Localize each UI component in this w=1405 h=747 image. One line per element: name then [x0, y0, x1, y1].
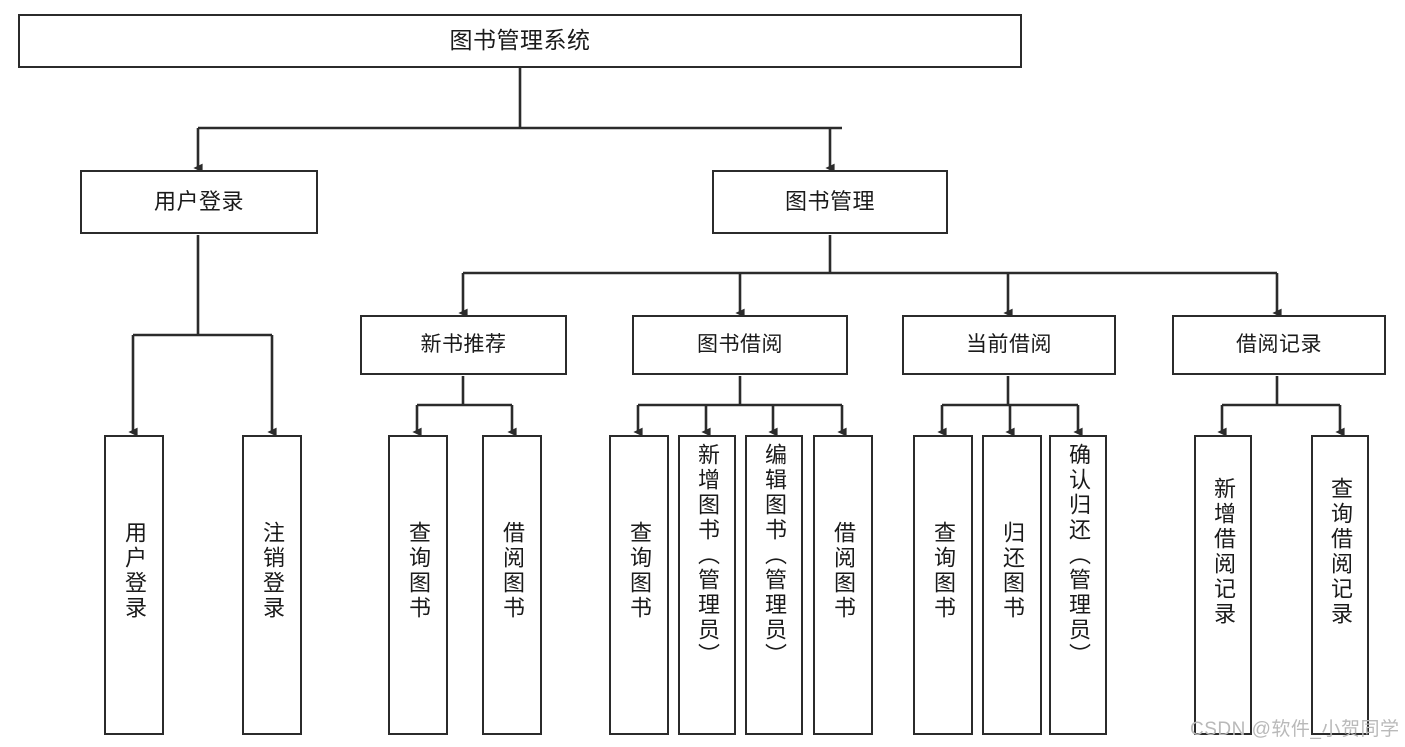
node-book-borrow-label: 图书借阅 [697, 333, 783, 357]
node-root[interactable]: 图书管理系统 [18, 14, 1022, 68]
node-book-manage[interactable]: 图书管理 [712, 170, 948, 234]
node-leaf-return-book[interactable]: 归还图书 [982, 435, 1042, 735]
node-leaf-add-book-label: 新增图书（管理员） [695, 443, 720, 668]
node-leaf-query-book-1[interactable]: 查询图书 [388, 435, 448, 735]
node-user-login[interactable]: 用户登录 [80, 170, 318, 234]
node-leaf-query-book-3[interactable]: 查询图书 [913, 435, 973, 735]
node-current-borrow[interactable]: 当前借阅 [902, 315, 1116, 375]
node-new-book-rec-label: 新书推荐 [420, 333, 507, 357]
node-leaf-borrow-book-1-label: 借阅图书 [500, 521, 525, 621]
node-leaf-add-record-label: 新增借阅记录 [1211, 477, 1236, 627]
node-book-manage-label: 图书管理 [784, 188, 875, 214]
node-current-borrow-label: 当前借阅 [966, 333, 1052, 357]
node-leaf-query-book-3-label: 查询图书 [931, 521, 956, 621]
node-leaf-add-book[interactable]: 新增图书（管理员） [678, 435, 736, 735]
node-leaf-add-record[interactable]: 新增借阅记录 [1194, 435, 1252, 735]
node-leaf-logout[interactable]: 注销登录 [242, 435, 302, 735]
node-borrow-record[interactable]: 借阅记录 [1172, 315, 1386, 375]
node-book-borrow[interactable]: 图书借阅 [632, 315, 848, 375]
node-leaf-query-record[interactable]: 查询借阅记录 [1311, 435, 1369, 735]
node-new-book-rec[interactable]: 新书推荐 [360, 315, 567, 375]
node-leaf-query-book-2-label: 查询图书 [627, 521, 652, 621]
node-leaf-logout-label: 注销登录 [260, 521, 285, 621]
node-leaf-confirm-return[interactable]: 确认归还（管理员） [1049, 435, 1107, 735]
node-leaf-user-login-label: 用户登录 [122, 521, 147, 621]
node-leaf-confirm-return-label: 确认归还（管理员） [1066, 443, 1091, 668]
node-leaf-edit-book-label: 编辑图书（管理员） [762, 443, 787, 668]
node-leaf-return-book-label: 归还图书 [1000, 521, 1025, 621]
node-leaf-user-login[interactable]: 用户登录 [104, 435, 164, 735]
node-user-login-label: 用户登录 [153, 188, 244, 214]
node-borrow-record-label: 借阅记录 [1236, 333, 1322, 357]
node-leaf-borrow-book-1[interactable]: 借阅图书 [482, 435, 542, 735]
watermark: CSDN @软件_小贺同学 [1190, 719, 1400, 740]
node-leaf-edit-book[interactable]: 编辑图书（管理员） [745, 435, 803, 735]
node-leaf-borrow-book-2-label: 借阅图书 [831, 521, 856, 621]
node-leaf-query-book-1-label: 查询图书 [406, 521, 431, 621]
node-leaf-query-record-label: 查询借阅记录 [1328, 477, 1353, 627]
node-root-label: 图书管理系统 [449, 27, 591, 54]
node-leaf-borrow-book-2[interactable]: 借阅图书 [813, 435, 873, 735]
node-leaf-query-book-2[interactable]: 查询图书 [609, 435, 669, 735]
